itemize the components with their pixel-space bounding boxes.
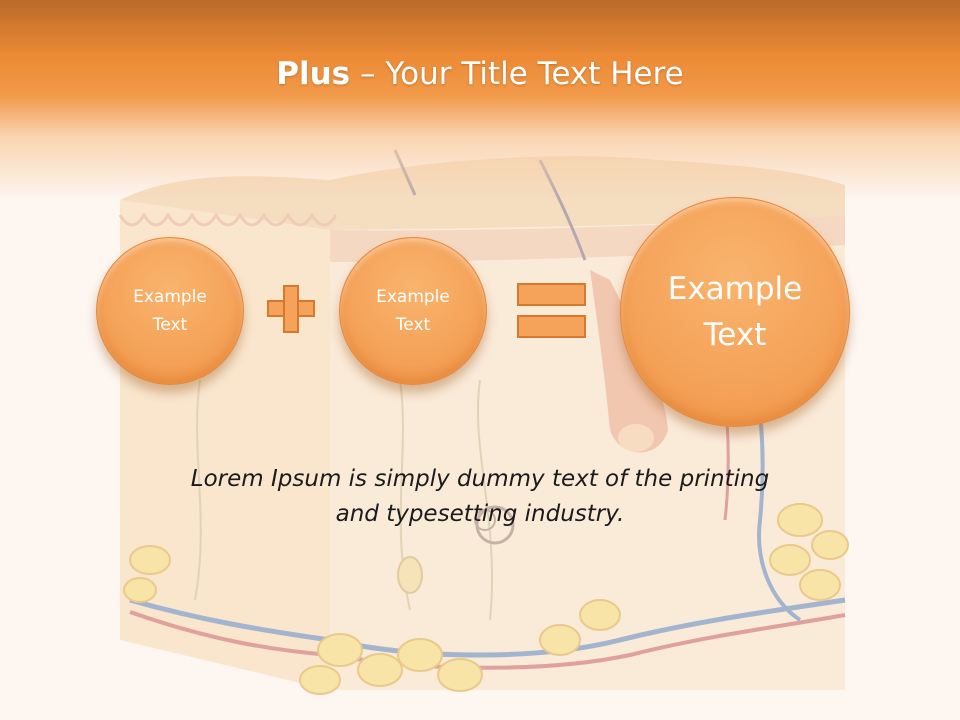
title-banner (0, 0, 960, 200)
hair-follicle (590, 270, 668, 453)
plus-icon-vertical (283, 285, 299, 333)
body-text-line2: and typesetting industry. (335, 501, 625, 527)
circle-middle[interactable]: Example Text (339, 237, 487, 385)
body-text-line1: Lorem Ipsum is simply dummy text of the … (190, 466, 770, 492)
circle-result-line2: Text (703, 317, 767, 353)
title-bold-word: Plus (276, 56, 351, 92)
follicle-bulb (618, 424, 654, 452)
blood-vessel-blue (129, 597, 846, 658)
circle-middle-line2: Text (395, 315, 431, 335)
circle-middle-label: Example Text (376, 283, 450, 339)
body-text: Lorem Ipsum is simply dummy text of the … (100, 462, 860, 532)
nerve-1 (194, 379, 202, 601)
circle-result-label: Example Text (668, 266, 803, 358)
circle-left-line2: Text (152, 315, 188, 335)
sweat-gland-coil (474, 509, 496, 531)
title-rest: – Your Title Text Here (350, 56, 684, 92)
nerve-3 (476, 379, 494, 621)
equals-icon-top-bar (517, 283, 586, 306)
circle-left-line1: Example (133, 287, 207, 307)
equals-icon-bottom-bar (517, 315, 586, 338)
circle-result[interactable]: Example Text (620, 197, 850, 427)
circle-left[interactable]: Example Text (96, 237, 244, 385)
blood-vessel-red (129, 610, 846, 670)
slide-title: Plus – Your Title Text Here (0, 52, 960, 96)
dermal-papillae (118, 212, 338, 227)
fat-cells (123, 503, 849, 695)
circle-middle-line1: Example (376, 287, 450, 307)
circle-left-label: Example Text (133, 283, 207, 339)
circle-result-line1: Example (667, 271, 803, 307)
pacinian-corpuscle (397, 556, 423, 594)
